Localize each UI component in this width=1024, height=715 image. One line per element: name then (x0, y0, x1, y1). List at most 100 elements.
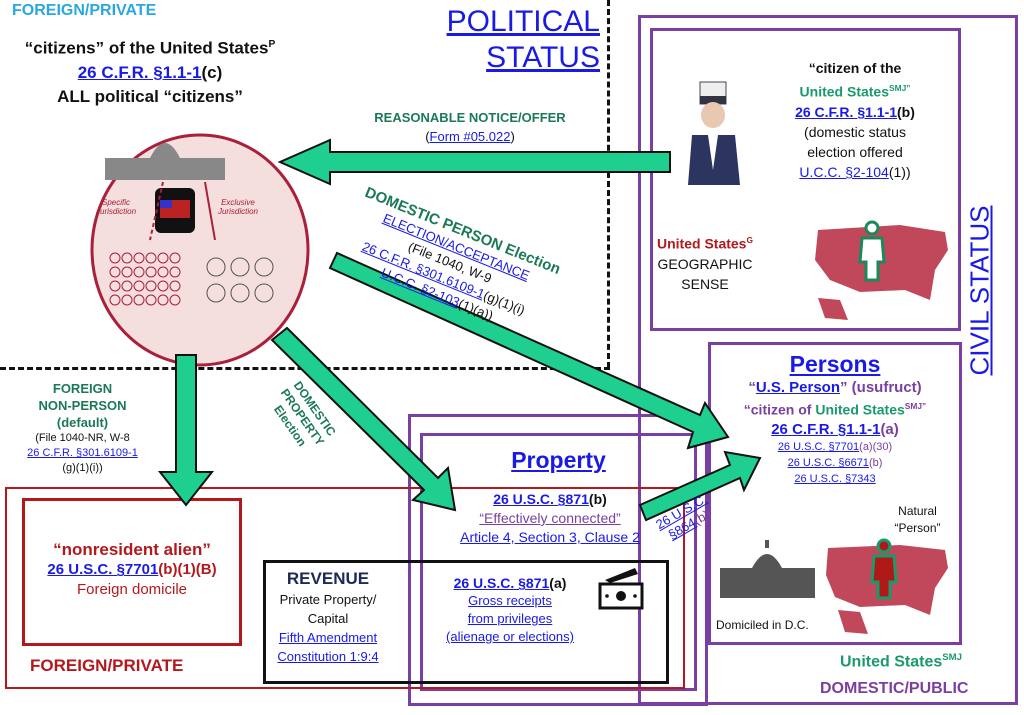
arrows (157, 138, 762, 522)
cite-suffix: (b) (868, 456, 883, 469)
uncle-sam-icon (688, 81, 740, 185)
cite-suffix: (c) (201, 62, 223, 82)
property-title-link[interactable]: Property (511, 447, 606, 473)
capitol-icon (105, 158, 225, 180)
sense-text: SENSE (681, 275, 729, 292)
gross-receipts-link[interactable]: Gross receipts (468, 593, 552, 608)
usc-871b-link[interactable]: 26 U.S.C. §871 (493, 491, 589, 507)
alienage-link[interactable]: (alienage or elections) (446, 629, 574, 644)
cite-suffix: (g)(1)(i)) (62, 462, 103, 474)
article-4-link[interactable]: Article 4, Section 3, Clause 2 (460, 529, 640, 545)
political-status-line1[interactable]: POLITICAL (446, 5, 600, 38)
nonresident-title: “nonresident alien” (53, 540, 211, 559)
all-political-citizens: ALL political “citizens” (57, 86, 243, 106)
cite-suffix: (a) (549, 575, 567, 591)
paren: ( (425, 129, 430, 144)
person-outline-icon (858, 220, 886, 282)
from-privileges-link[interactable]: from privileges (467, 611, 553, 626)
political-divider-vertical (607, 0, 610, 368)
cite-suffix: (b) (897, 103, 915, 120)
citizen-of-text: “citizen of (743, 401, 816, 418)
people-grid-icon (109, 252, 181, 306)
superscript: G (746, 235, 753, 245)
usc-7343-link[interactable]: 26 U.S.C. §7343 (794, 472, 876, 485)
cite-suffix: (1)) (888, 163, 911, 180)
cfr-1-1-1-b-link[interactable]: 26 C.F.R. §1.1-1 (795, 103, 898, 120)
money-icon (598, 568, 644, 610)
form-05022-link[interactable]: Form #05.022 (429, 129, 511, 144)
domestic-public-box (638, 15, 1018, 705)
nonresident-alien: “nonresident alien” 26 U.S.C. §7701(b)(1… (22, 540, 242, 600)
file-1040nr-text: (File 1040-NR, W-8 (35, 432, 130, 444)
domestic-status-text: (domestic status (804, 123, 906, 140)
private-property-text: Private Property/ (279, 592, 377, 607)
geographic-text: GEOGRAPHIC (657, 255, 753, 272)
domestic-public-label: DOMESTIC/PUBLIC (820, 680, 969, 697)
revenue-box (263, 560, 669, 684)
constitution-link[interactable]: Constitution 1:9:4 (277, 649, 379, 664)
quote: “ (748, 379, 756, 396)
persons-box (708, 342, 962, 645)
election-offered-text: election offered (807, 143, 903, 160)
usc-6671b-link[interactable]: 26 U.S.C. §6671 (787, 456, 869, 469)
foreign-text: FOREIGN (52, 381, 113, 396)
cfr-1-1-1-c-link[interactable]: 26 C.F.R. §1.1-1 (77, 62, 202, 82)
paren: ) (510, 129, 515, 144)
united-states-g: United States (657, 235, 747, 252)
cfr-301-6109-1-link[interactable]: 26 C.F.R. §301.6109-1 (27, 447, 138, 459)
united-states-smj-label: United StatesSMJ (840, 652, 962, 671)
fifth-amendment-link[interactable]: Fifth Amendment (278, 630, 378, 645)
united-states-smj: United States (799, 83, 890, 100)
superscript: SMJ (942, 652, 962, 663)
territories-icon (206, 257, 274, 303)
citizen-smj-text: “citizen of the United StatesSMJ” 26 C.F… (760, 58, 950, 182)
natural-text: Natural (898, 504, 937, 518)
cite-suffix: (b) (588, 491, 607, 507)
person-text: “Person” (894, 521, 941, 535)
domiciled-dc-label: Domiciled in D.C. (716, 618, 809, 632)
effectively-connected-link[interactable]: “Effectively connected” (479, 510, 621, 526)
usufruct-text: ” (usufruct) (840, 379, 922, 396)
jurisdiction-circle (90, 133, 310, 367)
cite-suffix: (a)(30) (859, 440, 893, 453)
civil-status-title[interactable]: CIVIL STATUS (964, 205, 995, 376)
arrow-domestic-property (270, 326, 457, 512)
persons-details: Persons “U.S. Person” (usufruct) “citize… (708, 350, 962, 487)
arrow-property-to-persons (638, 450, 762, 522)
superscript: P (268, 39, 276, 50)
us-person-link[interactable]: U.S. Person (755, 379, 841, 396)
specific-jurisdiction-label: Specific Jurisdiction (96, 198, 137, 216)
usc-871a-link[interactable]: 26 U.S.C. §871 (453, 575, 550, 591)
persons-title-link[interactable]: Persons (789, 351, 881, 377)
nonresident-box (22, 498, 242, 646)
reasonable-notice: REASONABLE NOTICE/OFFER (Form #05.022) (340, 108, 600, 146)
united-states-text: United States (840, 653, 943, 671)
ucc-2-104-link[interactable]: U.C.C. §2-104 (799, 163, 889, 180)
natural-person-icon (870, 538, 898, 600)
foreign-private-box (5, 487, 685, 689)
usc-7701-link[interactable]: 26 U.S.C. §7701 (47, 561, 159, 578)
revenue-left: REVENUE Private Property/ Capital Fifth … (268, 568, 388, 666)
revenue-right: 26 U.S.C. §871(a) Gross receipts from pr… (425, 574, 595, 646)
exclusive-jurisdiction-label: Exclusive Jurisdiction (217, 198, 258, 216)
political-status-line2[interactable]: STATUS (486, 41, 600, 74)
revenue-title: REVENUE (286, 569, 370, 588)
property-title-wrap: Property (420, 447, 697, 474)
cfr-1-1-1-a-link[interactable]: 26 C.F.R. §1.1-1 (771, 420, 881, 438)
arrow-notice-offer (277, 138, 671, 186)
people-icon (155, 188, 195, 233)
cite-suffix: (a) (880, 420, 899, 438)
property-details: 26 U.S.C. §871(b) “Effectively connected… (420, 490, 680, 547)
cite-suffix: (b)(1)(B) (158, 561, 217, 578)
dc-capitol-icon (720, 540, 815, 598)
geographic-sense: United StatesG GEOGRAPHIC SENSE (655, 230, 755, 294)
default-text: (default) (56, 415, 109, 430)
foreign-nonperson: FOREIGN NON-PERSON (default) (File 1040-… (0, 380, 165, 476)
political-citizens-text: “citizens” of the United States (24, 38, 269, 58)
foreign-private-bottom-label: FOREIGN/PRIVATE (30, 656, 184, 675)
citizen-smj-box (650, 28, 961, 331)
superscript: SMJ” (889, 83, 911, 93)
capital-text: Capital (307, 611, 349, 626)
usc-7701a30-link[interactable]: 26 U.S.C. §7701 (777, 440, 860, 453)
citizen-of-the: “citizen of the (808, 60, 902, 76)
